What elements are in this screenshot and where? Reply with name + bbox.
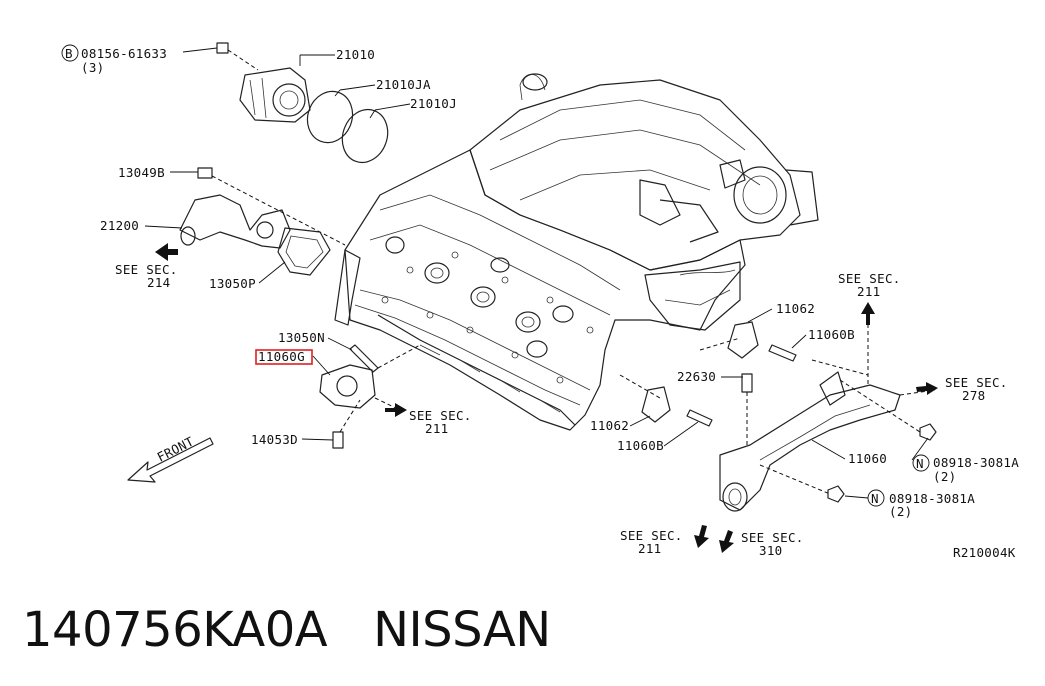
callout-11062-lower: 11062 <box>590 418 629 433</box>
engine-assembly-drawing <box>334 73 819 431</box>
front-label: FRONT <box>155 433 197 464</box>
b-symbol-icon <box>61 44 79 62</box>
callout-13049b: 13049B <box>118 165 165 180</box>
see-sec-310-line2: 310 <box>759 543 782 558</box>
leader-lines <box>144 47 929 499</box>
parts-diagram: FRONT B 08156-61633 (3) 21010 21010JA 21… <box>61 42 1019 560</box>
callout-08918-3081a-upper: 08918-3081A <box>933 455 1019 470</box>
see-section-arrows <box>155 243 938 553</box>
callout-22630: 22630 <box>677 369 716 384</box>
callout-13050p: 13050P <box>209 276 256 291</box>
see-sec-214-line1: SEE SEC. <box>115 262 178 277</box>
diagram-reference-code: R210004K <box>953 545 1016 560</box>
callout-11062-upper: 11062 <box>776 301 815 316</box>
front-direction-indicator: FRONT <box>127 433 214 483</box>
callout-labels: B 08156-61633 (3) 21010 21010JA 21010J 1… <box>61 44 1019 560</box>
see-sec-278-line1: SEE SEC. <box>945 375 1008 390</box>
water-inlet-drawing <box>179 167 346 276</box>
callout-21200: 21200 <box>100 218 139 233</box>
part-number: 140756KA0A <box>22 602 328 658</box>
arrow-211-bottom-icon <box>694 525 709 548</box>
see-sec-211-left-line2: 211 <box>425 421 448 436</box>
water-pipe-drawing <box>641 310 937 512</box>
n2-letter: N <box>871 491 879 506</box>
connector-line <box>619 374 661 399</box>
n-symbol-icon <box>867 489 885 507</box>
arrow-278-icon <box>916 382 938 395</box>
callout-21010j: 21010J <box>410 96 457 111</box>
callout-08918-3081a-lower: 08918-3081A <box>889 491 975 506</box>
connector-line <box>699 337 741 351</box>
callout-14053d: 14053D <box>251 432 298 447</box>
arrow-211-left-icon <box>385 403 407 417</box>
arrow-310-icon <box>719 530 734 553</box>
callout-11060g: 11060G <box>258 349 305 364</box>
water-outlet-drawing <box>216 42 389 164</box>
see-sec-214-line2: 214 <box>147 275 170 290</box>
see-sec-310-line1: SEE SEC. <box>741 530 804 545</box>
brand-name: NISSAN <box>373 602 551 658</box>
lower-housing-drawing <box>319 344 421 449</box>
see-sec-278-line2: 278 <box>962 388 985 403</box>
see-sec-211-bottom-line1: SEE SEC. <box>620 528 683 543</box>
product-caption: 140756KA0A NISSAN <box>22 598 551 662</box>
callout-qty-2-upper: (2) <box>933 469 956 484</box>
callout-qty-3: (3) <box>81 60 104 75</box>
callout-21010ja: 21010JA <box>376 77 431 92</box>
see-sec-211-top-line1: SEE SEC. <box>838 271 901 286</box>
see-sec-211-bottom-line2: 211 <box>638 541 661 556</box>
see-sec-211-left-line1: SEE SEC. <box>409 408 472 423</box>
highlight-box <box>255 349 313 365</box>
arrow-214-icon <box>155 243 178 261</box>
callout-13050n: 13050N <box>278 330 325 345</box>
callout-11060: 11060 <box>848 451 887 466</box>
b-letter: B <box>65 46 73 61</box>
callout-11060b-upper: 11060B <box>808 327 855 342</box>
arrow-211-top-icon <box>861 302 875 325</box>
callout-11060b-lower: 11060B <box>617 438 664 453</box>
callout-21010: 21010 <box>336 47 375 62</box>
see-sec-211-top-line2: 211 <box>857 284 880 299</box>
n-symbol-icon <box>912 454 930 472</box>
callout-08156-61633: 08156-61633 <box>81 46 167 61</box>
n1-letter: N <box>916 456 924 471</box>
callout-qty-2-lower: (2) <box>889 504 912 519</box>
